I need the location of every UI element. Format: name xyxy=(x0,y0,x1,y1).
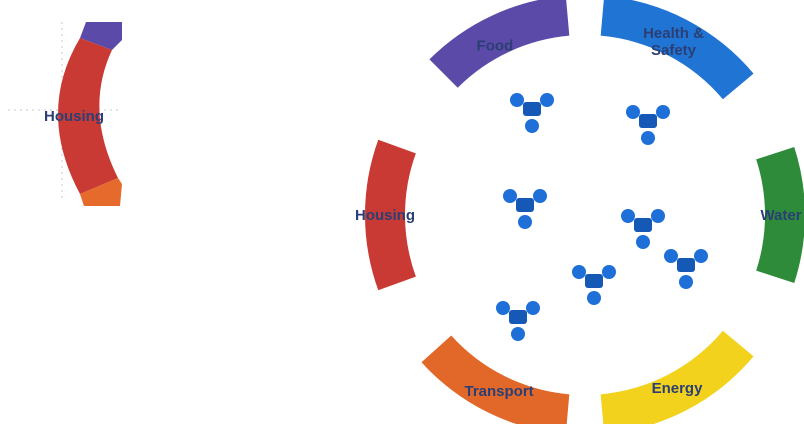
wheel-label-transport: Transport xyxy=(464,383,533,400)
network-node-icon xyxy=(626,105,670,145)
wheel-label-water: Water xyxy=(760,207,801,224)
inset-housing-label: Housing xyxy=(44,108,104,125)
wheel-segment-energy xyxy=(600,330,754,424)
wheel-segment-transport xyxy=(421,335,570,424)
network-node-icon xyxy=(664,249,708,289)
inset-segment-food xyxy=(80,22,122,50)
wheel-segment-health-safety xyxy=(600,0,754,100)
network-node-icon xyxy=(572,265,616,305)
wheel-segment-food xyxy=(429,0,570,88)
wheel-label-energy: Energy xyxy=(652,380,704,397)
wheel-label-food: Food xyxy=(477,37,514,54)
inset-segment-transport xyxy=(80,178,122,206)
housing-zoom-inset: Housing xyxy=(8,22,122,206)
network-node-icon xyxy=(503,189,547,229)
wheel-segment-housing xyxy=(365,139,416,291)
wheel-segment-water xyxy=(756,147,804,283)
network-node-icon xyxy=(510,93,554,133)
inset-segment-housing xyxy=(58,38,118,194)
wheel-label-health-safety: Health &Safety xyxy=(643,25,704,59)
network-node-icon xyxy=(621,209,665,249)
wheel-label-housing: Housing xyxy=(355,207,415,224)
network-node-icon xyxy=(496,301,540,341)
